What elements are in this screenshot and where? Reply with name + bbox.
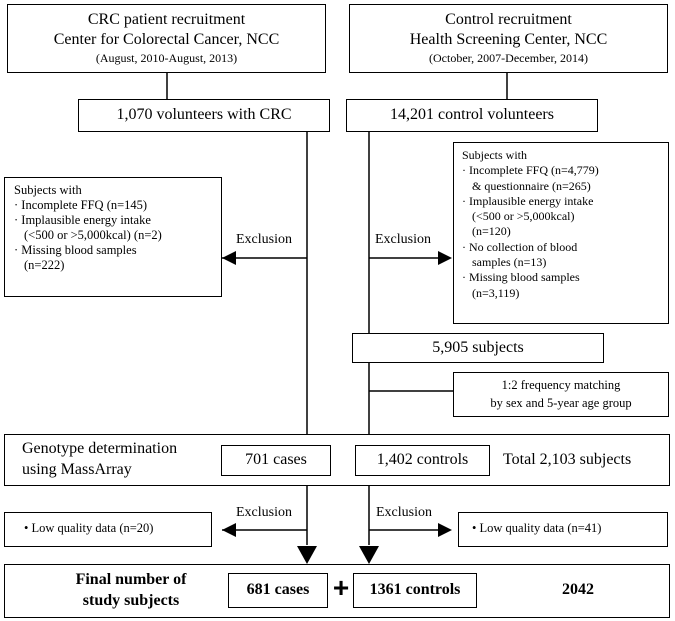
right-exclusion-item: samples (n=13) xyxy=(472,255,547,270)
left-low-quality-arrowhead xyxy=(222,523,236,537)
final-cases-box xyxy=(228,573,328,608)
genotype-controls-box xyxy=(355,445,490,476)
left-exclusion-arrowhead xyxy=(222,251,236,265)
left-exclusion-item: (n=222) xyxy=(24,258,65,272)
final-line1: Final number of xyxy=(75,571,187,588)
final-line2: study subjects xyxy=(82,592,180,609)
right-low-quality-arrowhead xyxy=(438,523,452,537)
right-exclusion-item: · Missing blood samples xyxy=(462,270,580,285)
left-low-quality-exclusion-label: Exclusion xyxy=(236,505,292,520)
right-exclusion-label: Exclusion xyxy=(375,232,431,247)
final-total-label: 2042 xyxy=(562,581,594,598)
genotype-controls-label: 1,402 controls xyxy=(376,451,469,468)
matching-box xyxy=(453,372,669,417)
crc-recruitment-title: CRC patient recruitment xyxy=(87,11,246,28)
matching-line1: 1:2 frequency matching xyxy=(501,378,621,392)
final-row-box xyxy=(4,564,670,618)
genotype-cases-label: 701 cases xyxy=(245,451,307,468)
control-recruitment-box xyxy=(349,4,668,73)
control-recruitment-title: Control recruitment xyxy=(445,11,572,28)
left-low-quality-text: • Low quality data (n=20) xyxy=(24,521,154,535)
cases-down-arrowhead xyxy=(297,546,317,564)
genotype-line2: using MassArray xyxy=(22,461,132,478)
right-low-quality-box xyxy=(458,512,668,547)
genotype-total: Total 2,103 subjects xyxy=(503,451,632,468)
final-controls-box xyxy=(353,573,477,608)
subjects-5905-label: 5,905 subjects xyxy=(432,339,524,356)
left-exclusion-item: (<500 or >5,000kcal) (n=2) xyxy=(24,228,162,242)
control-recruitment-subtitle: Health Screening Center, NCC xyxy=(409,31,608,48)
right-exclusion-item: · Implausible energy intake xyxy=(462,193,594,208)
left-low-quality-box xyxy=(4,512,212,547)
right-exclusion-item: & questionnaire (n=265) xyxy=(472,178,591,193)
final-cases-label: 681 cases xyxy=(246,581,310,598)
cases-volunteers-label: 1,070 volunteers with CRC xyxy=(116,106,292,123)
genotype-row-box xyxy=(4,434,670,486)
left-exclusion-item: · Incomplete FFQ (n=145) xyxy=(14,198,148,212)
final-plus-sign: + xyxy=(332,572,350,603)
controls-down-arrowhead xyxy=(359,546,379,564)
genotype-line1: Genotype determination xyxy=(22,440,178,457)
crc-recruitment-subtitle: Center for Colorectal Cancer, NCC xyxy=(53,31,280,48)
control-recruitment-period: (October, 2007-December, 2014) xyxy=(429,51,588,65)
left-exclusion-label: Exclusion xyxy=(236,232,292,247)
right-exclusion-item: (n=3,119) xyxy=(472,285,520,300)
right-exclusion-item: (<500 or >5,000kcal) xyxy=(472,209,575,224)
right-exclusion-heading: Subjects with xyxy=(462,148,527,162)
final-controls-label: 1361 controls xyxy=(369,581,461,598)
right-exclusion-item: · Incomplete FFQ (n=4,779) xyxy=(462,163,599,178)
left-exclusion-item: · Implausible energy intake xyxy=(14,213,151,227)
crc-recruitment-period: (August, 2010-August, 2013) xyxy=(95,51,238,65)
cases-volunteers-box xyxy=(78,99,330,132)
right-exclusion-item: (n=120) xyxy=(472,224,511,239)
matching-line2: by sex and 5-year age group xyxy=(490,396,632,410)
genotype-cases-box xyxy=(221,445,331,476)
crc-recruitment-box xyxy=(7,4,326,73)
right-low-quality-text: • Low quality data (n=41) xyxy=(472,521,602,535)
right-exclusion-item: · No collection of blood xyxy=(462,239,578,254)
right-exclusion-list: Subjects with · Incomplete FFQ (n=4,779)… xyxy=(462,148,599,301)
left-exclusion-box xyxy=(4,177,222,297)
right-exclusion-arrowhead xyxy=(438,251,452,265)
subjects-5905-box xyxy=(352,333,604,363)
left-exclusion-list: Subjects with · Incomplete FFQ (n=145) ·… xyxy=(14,183,162,273)
control-volunteers-label: 14,201 control volunteers xyxy=(390,106,554,123)
right-exclusion-box xyxy=(453,142,669,324)
right-low-quality-exclusion-label: Exclusion xyxy=(376,505,432,520)
left-exclusion-heading: Subjects with xyxy=(14,183,82,197)
control-volunteers-box xyxy=(346,99,598,132)
left-exclusion-item: · Missing blood samples xyxy=(14,243,137,257)
